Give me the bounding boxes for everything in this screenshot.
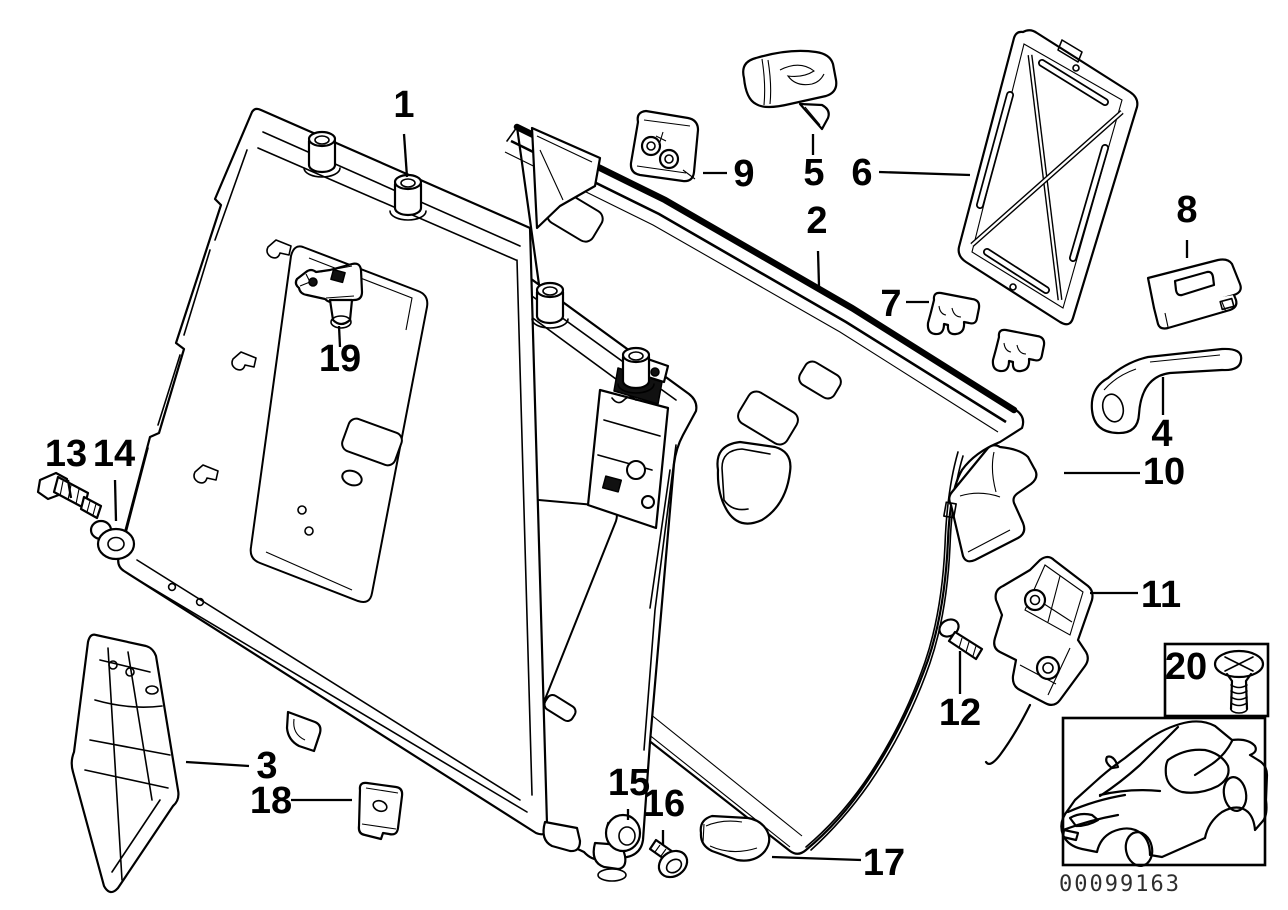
fastener-inset-box xyxy=(1163,642,1270,718)
latch-rivet xyxy=(650,367,660,377)
cover-cap-part-8 xyxy=(1146,258,1242,330)
callout-7[interactable]: 7 xyxy=(880,283,901,325)
bolt-part-12 xyxy=(938,618,984,661)
frame-left-rivet-1 xyxy=(297,505,307,515)
callout-3[interactable]: 3 xyxy=(256,745,277,787)
headrest-sleeves xyxy=(303,130,655,394)
callout-1[interactable]: 1 xyxy=(393,84,414,126)
headrest-sleeve-2 xyxy=(389,173,427,221)
cover-part-17 xyxy=(699,814,771,862)
vehicle-inset-box xyxy=(1060,716,1269,867)
clip-part-7b xyxy=(991,328,1046,373)
panel-seal-strip xyxy=(805,451,959,848)
frame-left-rivet-3 xyxy=(167,582,177,592)
callout-16[interactable]: 16 xyxy=(643,783,685,825)
panel-cutout-small xyxy=(798,360,842,400)
callout-5[interactable]: 5 xyxy=(803,152,824,194)
headrest-sleeve-3 xyxy=(531,281,569,329)
frame-left-oval-hole xyxy=(341,469,363,487)
lock-cable xyxy=(984,703,1032,765)
callout-2[interactable]: 2 xyxy=(806,200,827,242)
callout-17-leader xyxy=(771,855,862,862)
frame-bottom-claw-bracket xyxy=(285,710,322,753)
callout-9[interactable]: 9 xyxy=(733,153,754,195)
panel-handle-pocket xyxy=(716,440,792,525)
frame-left-rivet-2 xyxy=(304,526,314,536)
x-brace-panel-part-6 xyxy=(957,29,1139,326)
car-icon xyxy=(1060,720,1269,867)
lock-bracket-part-11 xyxy=(984,555,1094,765)
callout-19-leader xyxy=(337,325,342,348)
frame-right-slot-b xyxy=(543,694,577,722)
latch-bolt-hole-1 xyxy=(626,460,646,480)
frame-left-inner-lines xyxy=(121,131,533,813)
callout-4[interactable]: 4 xyxy=(1151,413,1172,455)
frame-left-cutout xyxy=(249,245,429,603)
frame-foot-pad xyxy=(597,868,627,882)
frame-left-rect-hole xyxy=(341,417,403,467)
callout-3-leader xyxy=(185,760,250,768)
callout-13-leader xyxy=(66,479,73,499)
callout-2-leader xyxy=(816,250,821,287)
callout-18[interactable]: 18 xyxy=(250,780,292,822)
frame-right-top-bracket-lines xyxy=(536,135,593,201)
latch-catch xyxy=(601,475,623,493)
headrest-sleeve-1 xyxy=(303,130,341,178)
callout-6-leader xyxy=(878,170,971,177)
callout-6[interactable]: 6 xyxy=(851,152,872,194)
release-lever-part-4 xyxy=(1090,347,1243,435)
panel-handle-pocket-inner xyxy=(721,448,771,511)
frame-foot-1 xyxy=(542,820,582,853)
callout-17[interactable]: 17 xyxy=(863,842,905,884)
seat-frame-left xyxy=(117,107,627,882)
side-panel-part-3 xyxy=(70,633,180,894)
frame-right-top-bracket xyxy=(530,126,602,230)
frame-left-rivet-4 xyxy=(195,597,205,607)
grommet-part-14 xyxy=(89,519,136,561)
plate-part-18 xyxy=(357,781,404,841)
callout-20[interactable]: 20 xyxy=(1165,646,1207,688)
grommet-part-15 xyxy=(604,813,642,853)
screw-part-16 xyxy=(648,838,689,879)
callout-8[interactable]: 8 xyxy=(1176,189,1197,231)
striker-bracket-part-19 xyxy=(294,262,364,329)
side-cover-part-10 xyxy=(943,444,1038,563)
latch-bolt-hole-2 xyxy=(641,495,655,509)
callout-19[interactable]: 19 xyxy=(319,338,361,380)
frame-bottom-claw-inner xyxy=(293,718,306,741)
callout-15[interactable]: 15 xyxy=(608,762,650,804)
clip-part-7a xyxy=(926,291,981,336)
callout-14-leader xyxy=(113,479,118,522)
callout-10[interactable]: 10 xyxy=(1143,451,1185,493)
cover-part-5 xyxy=(742,49,838,131)
callout-11[interactable]: 11 xyxy=(1141,574,1181,616)
image-number: 00099163 xyxy=(1059,872,1181,897)
callout-12[interactable]: 12 xyxy=(939,692,981,734)
headrest-sleeve-4 xyxy=(617,346,655,394)
latch-housing xyxy=(586,388,670,530)
flat-head-screw-icon xyxy=(1213,649,1265,714)
callout-1-leader xyxy=(402,133,409,178)
callout-13[interactable]: 13 xyxy=(45,433,87,475)
pin-part-13 xyxy=(36,471,103,520)
panel-cutout-mid xyxy=(737,390,799,446)
callout-14[interactable]: 14 xyxy=(93,433,135,475)
cover-plate-part-9 xyxy=(629,109,700,183)
panel-seal-strip-2 xyxy=(810,455,964,851)
panel-end-cap xyxy=(506,126,518,142)
frame-left-hook-tabs xyxy=(193,239,292,484)
